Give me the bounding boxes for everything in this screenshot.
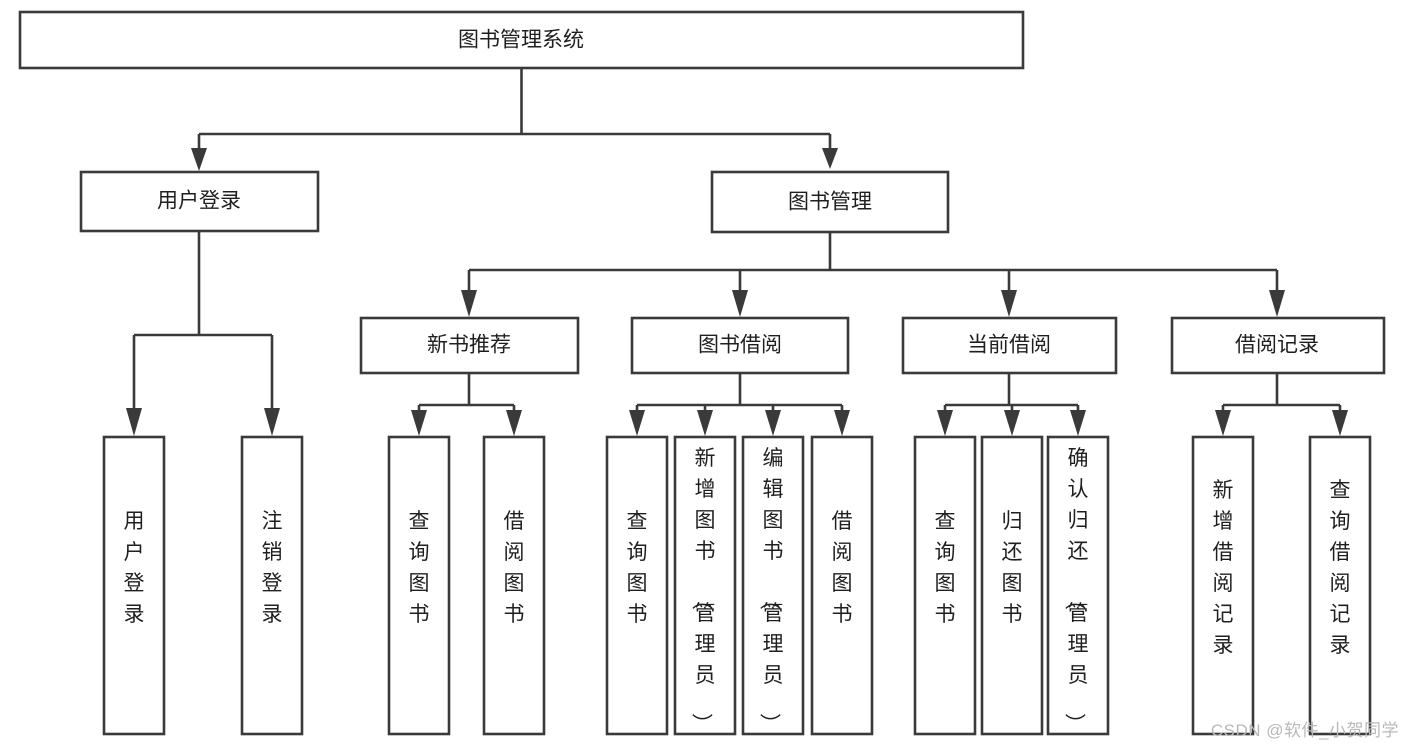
arrowhead-bb-2 <box>697 410 713 436</box>
leaf-edit-book-admin-box[interactable] <box>741 435 805 736</box>
arrowhead-br-2 <box>1332 410 1348 436</box>
arrowhead-user-login <box>191 148 207 171</box>
connector-layer <box>126 68 1348 436</box>
arrowhead-bb-3 <box>765 410 781 436</box>
leaf-query-book-1-box[interactable] <box>387 435 451 736</box>
arrowhead-leaf-logout <box>264 408 280 436</box>
leaf-user-login[interactable]: 用户登录 <box>102 435 166 736</box>
leaf-add-book-admin[interactable]: 新增图书（管理员） <box>673 435 737 736</box>
leaf-borrow-book-1-label: 借阅图书 <box>504 510 525 626</box>
leaf-borrow-book-2-label: 借阅图书 <box>832 510 853 626</box>
leaf-query-book-3-box[interactable] <box>913 435 977 736</box>
leaf-return-book[interactable]: 归还图书 <box>980 435 1044 736</box>
leaf-return-book-box[interactable] <box>980 435 1044 736</box>
leaf-edit-book-admin[interactable]: 编辑图书（管理员） <box>741 435 805 736</box>
leaf-return-book-label: 归还图书 <box>1002 510 1023 626</box>
leaf-query-book-3[interactable]: 查询图书 <box>913 435 977 736</box>
leaf-borrow-book-2-box[interactable] <box>810 435 874 736</box>
node-book-borrow[interactable]: 图书借阅 <box>630 316 850 375</box>
leaf-add-borrow-record-box[interactable] <box>1191 435 1255 736</box>
leaf-query-book-2-box[interactable] <box>605 435 669 736</box>
leaf-add-borrow-record[interactable]: 新增借阅记录 <box>1191 435 1255 736</box>
node-new-book-recommend[interactable]: 新书推荐 <box>359 316 580 375</box>
leaf-query-book-3-label: 查询图书 <box>935 510 956 626</box>
arrowhead-bb-1 <box>629 410 645 436</box>
leaf-borrow-book-1[interactable]: 借阅图书 <box>482 435 546 736</box>
arrowhead-borrow-record <box>1269 290 1285 317</box>
node-borrow-record[interactable]: 借阅记录 <box>1170 316 1386 375</box>
leaf-confirm-return-admin-label: 确认归还（管理员） <box>1063 447 1089 734</box>
leaf-add-book-admin-box[interactable] <box>673 435 737 736</box>
leaf-confirm-return-admin[interactable]: 确认归还（管理员） <box>1046 435 1110 736</box>
arrowhead-book-manage <box>822 148 838 169</box>
leaf-query-borrow-record-box[interactable] <box>1308 435 1372 736</box>
node-book-manage-label: 图书管理 <box>788 191 872 214</box>
node-book-borrow-box[interactable] <box>630 316 850 375</box>
arrowhead-cb-1 <box>937 410 953 436</box>
arrowhead-book-borrow <box>732 290 748 317</box>
arrowhead-br-1 <box>1215 410 1231 436</box>
leaf-query-book-1-label: 查询图书 <box>409 510 430 626</box>
node-root[interactable]: 图书管理系统 <box>18 10 1025 70</box>
node-current-borrow-label: 当前借阅 <box>967 334 1051 357</box>
arrowhead-leaf-user-login <box>126 408 142 436</box>
leaf-edit-book-admin-label: 编辑图书（管理员） <box>758 447 784 734</box>
arrowhead-bb-4 <box>834 410 850 436</box>
leaf-borrow-book-1-box[interactable] <box>482 435 546 736</box>
leaf-query-book-2-label: 查询图书 <box>627 510 648 626</box>
leaf-logout-login-label: 注销登录 <box>262 510 283 626</box>
node-root-box[interactable] <box>18 10 1025 70</box>
node-user-login-label: 用户登录 <box>157 190 241 213</box>
node-new-book-recommend-label: 新书推荐 <box>427 334 511 357</box>
node-borrow-record-label: 借阅记录 <box>1235 334 1319 357</box>
arrowhead-nb-2 <box>506 410 522 436</box>
leaf-borrow-book-2[interactable]: 借阅图书 <box>810 435 874 736</box>
leaf-query-book-2[interactable]: 查询图书 <box>605 435 669 736</box>
leaf-user-login-box[interactable] <box>102 435 166 736</box>
leaf-query-borrow-record-label: 查询借阅记录 <box>1330 479 1351 657</box>
leaf-logout-login[interactable]: 注销登录 <box>240 435 304 736</box>
arrowhead-nb-1 <box>411 410 427 436</box>
arrowhead-cb-2 <box>1004 410 1020 436</box>
leaf-query-book-1[interactable]: 查询图书 <box>387 435 451 736</box>
node-current-borrow-box[interactable] <box>901 316 1118 375</box>
arrowhead-new-book <box>461 290 477 317</box>
node-book-manage-box[interactable] <box>710 170 950 234</box>
node-new-book-recommend-box[interactable] <box>359 316 580 375</box>
arrowhead-cb-3 <box>1070 410 1086 436</box>
node-current-borrow[interactable]: 当前借阅 <box>901 316 1118 375</box>
leaf-add-book-admin-label: 新增图书（管理员） <box>690 447 716 734</box>
node-borrow-record-box[interactable] <box>1170 316 1386 375</box>
node-book-manage[interactable]: 图书管理 <box>710 170 950 234</box>
node-root-label: 图书管理系统 <box>458 29 584 52</box>
arrowhead-current-borrow <box>1001 290 1017 317</box>
leaf-logout-login-box[interactable] <box>240 435 304 736</box>
node-book-borrow-label: 图书借阅 <box>698 334 782 357</box>
leaf-add-borrow-record-label: 新增借阅记录 <box>1213 479 1234 657</box>
node-user-login-box[interactable] <box>79 170 320 233</box>
leaf-user-login-label: 用户登录 <box>124 510 145 626</box>
leaf-confirm-return-admin-box[interactable] <box>1046 435 1110 736</box>
node-user-login[interactable]: 用户登录 <box>79 170 320 233</box>
leaf-query-borrow-record[interactable]: 查询借阅记录 <box>1308 435 1372 736</box>
